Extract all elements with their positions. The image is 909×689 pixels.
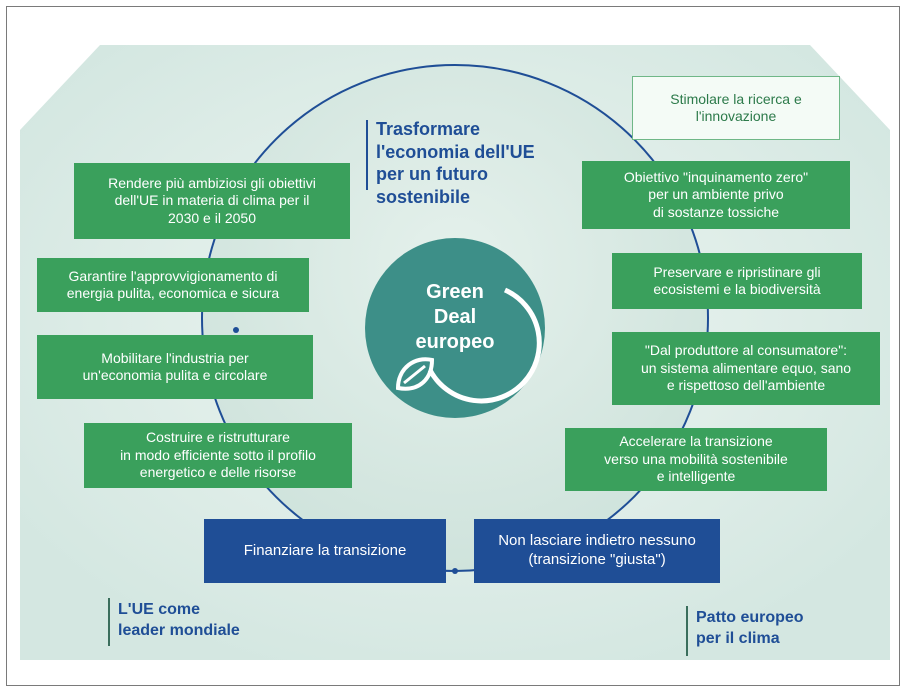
top-title-line: per un futuro <box>376 164 488 184</box>
top-title-line: Trasformare <box>376 119 481 139</box>
top-title-bar <box>366 120 368 190</box>
goal-text: (transizione "giusta") <box>528 551 666 568</box>
goal-text: l'innovazione <box>695 108 777 124</box>
climate-pact: Patto europeo per il clima <box>696 608 804 650</box>
top-title: Trasformare l'economia dell'UE per un fu… <box>376 118 556 208</box>
center-line: Deal <box>433 306 477 328</box>
goal-text: un sistema alimentare equo, sano <box>640 359 852 376</box>
corner-text: Patto europeo <box>696 609 804 626</box>
goal-text: di sostanze tossiche <box>652 203 780 220</box>
corner-right-bar <box>686 606 688 656</box>
corner-text: leader mondiale <box>118 621 240 639</box>
goal-text: verso una mobilità sostenibile <box>604 450 788 467</box>
corner-text: L'UE come <box>118 601 201 618</box>
goal-text: energetico e delle risorse <box>139 464 297 481</box>
goal-zero-pollution: Obiettivo "inquinamento zero"per un ambi… <box>582 161 850 229</box>
center-label: Green Deal europeo <box>400 280 510 355</box>
goal-text: Garantire l'approvvigionamento di <box>68 267 278 284</box>
goal-text: ecosistemi e la biodiversità <box>653 281 821 297</box>
arc-arrow <box>427 287 542 404</box>
goal-text: e rispettoso dell'ambiente <box>666 377 826 394</box>
goal-text: Non lasciare indietro nessuno <box>498 532 696 550</box>
center-line: Green <box>426 281 484 303</box>
goal-text: in modo efficiente sotto il profilo <box>120 446 316 463</box>
goal-text: 2030 e il 2050 <box>168 209 256 226</box>
goal-text: e intelligente <box>656 468 736 485</box>
goal-text: Costruire e ristrutturare <box>146 429 290 446</box>
goal-text: per un ambiente privo <box>648 186 784 203</box>
goal-text: Obiettivo "inquinamento zero" <box>623 168 809 185</box>
corner-left-bar <box>108 598 110 646</box>
center-line: europeo <box>415 331 495 353</box>
top-title-line: sostenibile <box>376 186 471 207</box>
goal-text: dell'UE in materia di clima per il <box>114 192 310 209</box>
top-title-line: l'economia dell'UE <box>376 141 535 162</box>
corner-text: per il clima <box>696 629 780 647</box>
goal-text: energia pulita, economica e sicura <box>66 285 280 301</box>
goal-farm-to-fork: "Dal produttore al consumatore":un siste… <box>612 332 880 405</box>
goal-text: Accelerare la transizione <box>619 433 773 450</box>
goal-text: "Dal produttore al consumatore": <box>644 342 848 359</box>
just-transition: Non lasciare indietro nessuno(transizion… <box>474 519 720 583</box>
goal-text: Preservare e ripristinare gli <box>653 263 821 280</box>
eu-global-leader: L'UE come leader mondiale <box>118 600 240 642</box>
goal-text: un'economia pulita e circolare <box>82 367 268 383</box>
center-circle <box>365 238 545 418</box>
goal-text: Finanziare la transizione <box>243 541 407 559</box>
leaf-icon <box>395 357 435 391</box>
financing-transition: Finanziare la transizione <box>204 519 446 583</box>
goal-text: Mobilitare l'industria per <box>101 349 249 366</box>
goal-text: Stimolare la ricerca e <box>670 90 802 107</box>
goal-text: Rendere più ambiziosi gli obiettivi <box>108 174 316 191</box>
